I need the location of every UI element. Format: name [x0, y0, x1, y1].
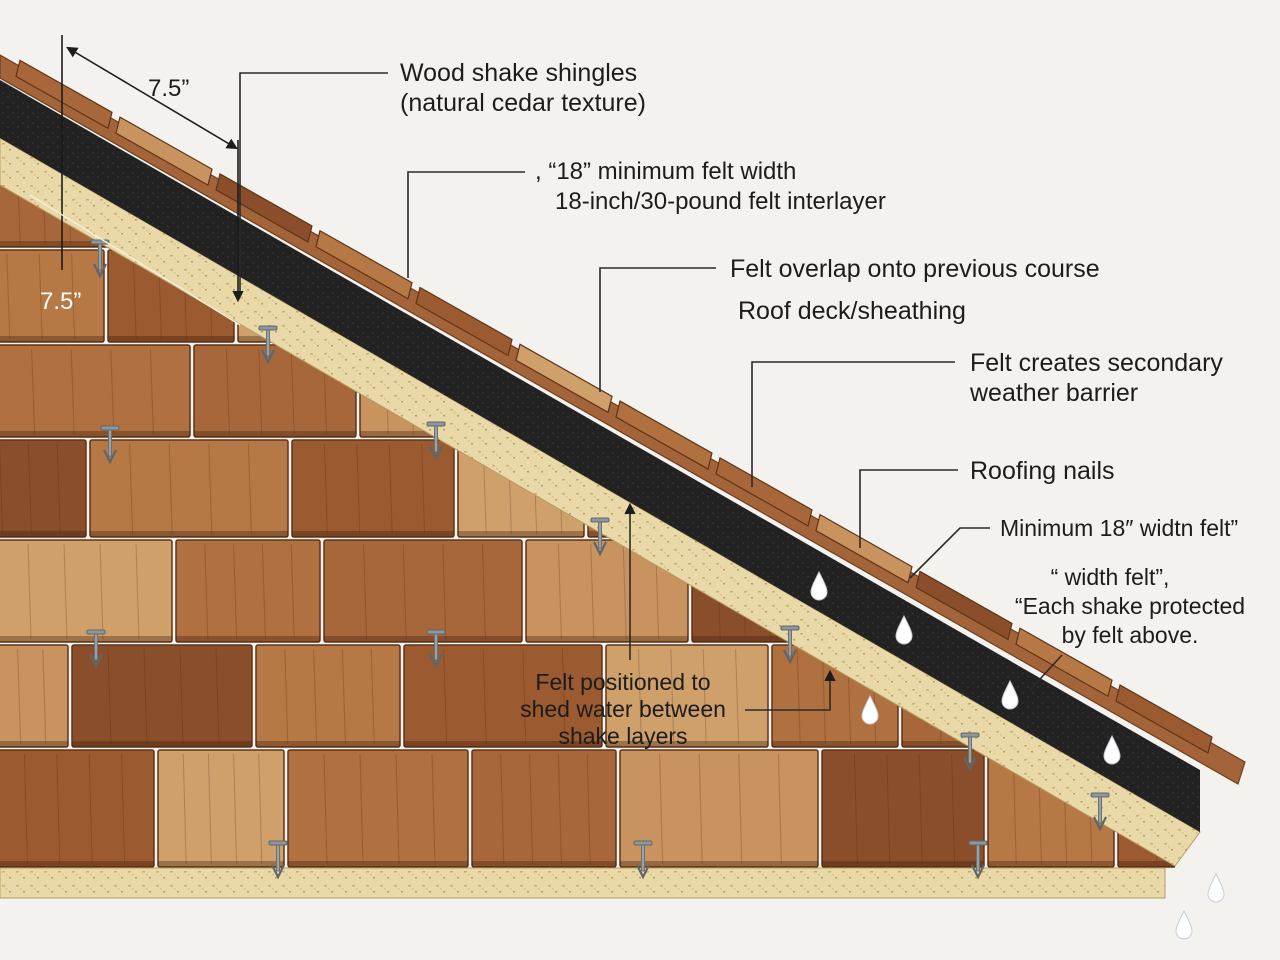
label-felt-positioned: Felt positioned to shed water between sh…	[520, 669, 726, 749]
label-secondary-barrier: Felt creates secondary weather barrier	[970, 349, 1223, 407]
dimension-lines	[29, 35, 244, 326]
label-felt-width: , “18” minimum felt width 18-inch/30-pou…	[535, 158, 886, 215]
bottom-sheathing	[0, 867, 1166, 899]
leader-lines	[239, 72, 1063, 711]
label-min-felt: Minimum 18″ widtn felt”	[1000, 515, 1239, 541]
exposure-side-dimension: 7.5”	[40, 288, 82, 315]
label-wood-shake: Wood shake shingles (natural cedar textu…	[400, 59, 646, 117]
roof-sheathing	[0, 137, 1201, 867]
felt-layer	[0, 80, 1200, 832]
roof-shakes	[0, 54, 1246, 785]
label-felt-overlap: Felt overlap onto previous course	[730, 255, 1100, 283]
exposure-top-dimension: 7.5”	[148, 75, 190, 102]
label-roof-deck: Roof deck/sheathing	[738, 297, 966, 325]
label-each-shake: “ width felt”, “Each shake protected by …	[1014, 564, 1246, 648]
label-roofing-nails: Roofing nails	[970, 457, 1115, 485]
